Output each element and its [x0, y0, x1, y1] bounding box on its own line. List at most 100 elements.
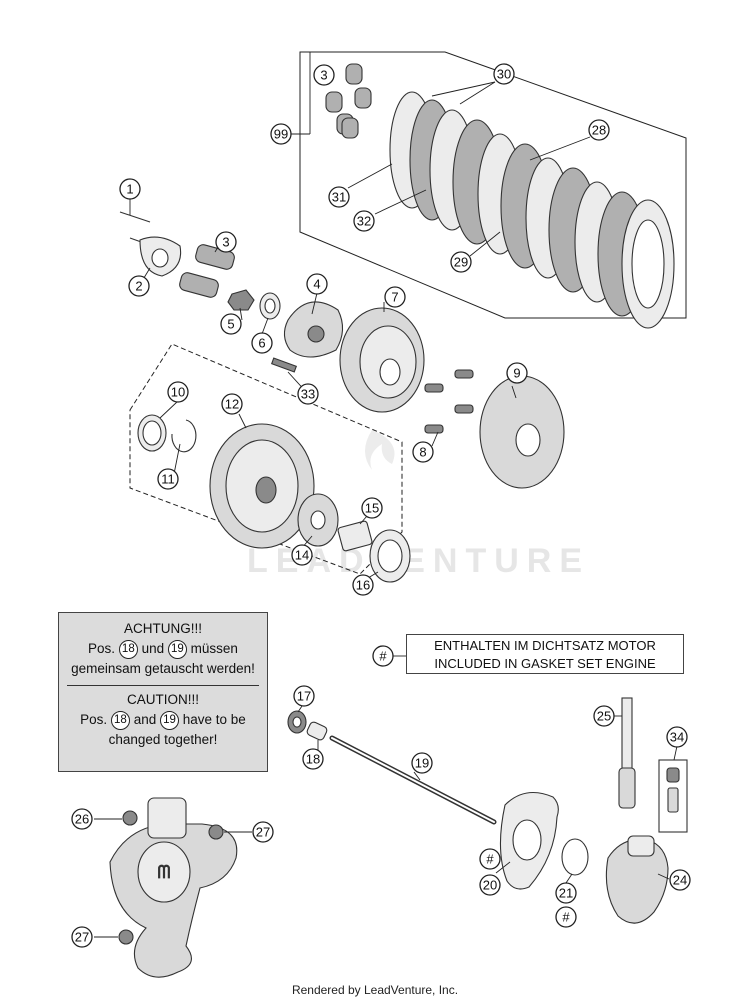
- caution-note: ACHTUNG!!! Pos. 18 und 19 müssen gemeins…: [58, 612, 268, 772]
- svg-text:24: 24: [673, 873, 687, 888]
- footer-credit: Rendered by LeadVenture, Inc.: [291, 983, 459, 997]
- pressure-plate-parts: [119, 211, 565, 489]
- callout-8: 8: [412, 441, 434, 463]
- svg-text:8: 8: [419, 445, 426, 460]
- svg-text:14: 14: [295, 548, 309, 563]
- callout-16: 16: [352, 574, 374, 596]
- svg-text:27: 27: [75, 930, 89, 945]
- svg-text:3: 3: [320, 68, 327, 83]
- svg-text:#: #: [379, 649, 387, 664]
- callout-9: 9: [506, 362, 528, 384]
- callout-27-bottom: 27: [71, 926, 93, 948]
- callouts: 1 2 3 3 4 5 6 7 8 9 10 11 12 14 15 16 17…: [71, 63, 691, 948]
- callout-29: 29: [450, 251, 472, 273]
- callout-3-top: 3: [313, 64, 335, 86]
- svg-text:7: 7: [391, 290, 398, 305]
- callout-28: 28: [588, 119, 610, 141]
- callout-4: 4: [306, 273, 328, 295]
- svg-text:26: 26: [75, 812, 89, 827]
- legend-line-en: INCLUDED IN GASKET SET ENGINE: [434, 656, 656, 671]
- callout-27-right: 27: [252, 821, 274, 843]
- svg-text:99: 99: [274, 127, 288, 142]
- svg-text:16: 16: [356, 578, 370, 593]
- callout-5: 5: [220, 313, 242, 335]
- svg-text:21: 21: [559, 886, 573, 901]
- gasket-set-legend: ENTHALTEN IM DICHTSATZ MOTOR INCLUDED IN…: [406, 634, 684, 674]
- callout-20: 20: [479, 874, 501, 896]
- legend-line-de: ENTHALTEN IM DICHTSATZ MOTOR: [434, 638, 656, 653]
- callout-21-hash: #: [555, 906, 577, 928]
- callout-19: 19: [411, 752, 433, 774]
- caution-title-en: CAUTION!!!: [126, 692, 199, 707]
- callout-legend-hash: #: [372, 645, 394, 667]
- svg-text:18: 18: [306, 752, 320, 767]
- svg-text:2: 2: [135, 279, 142, 294]
- callout-6: 6: [251, 332, 273, 354]
- clutch-release-parts: ᗰ: [109, 697, 688, 978]
- caution-divider: [67, 685, 259, 686]
- svg-text:15: 15: [365, 501, 379, 516]
- callout-12: 12: [221, 393, 243, 415]
- callout-24: 24: [669, 869, 691, 891]
- svg-text:31: 31: [332, 190, 346, 205]
- callout-31: 31: [328, 186, 350, 208]
- svg-text:ᗰ: ᗰ: [158, 862, 171, 882]
- svg-text:1: 1: [126, 182, 133, 197]
- svg-text:12: 12: [225, 397, 239, 412]
- callout-10: 10: [167, 381, 189, 403]
- outer-basket-group: [129, 343, 411, 583]
- callout-11: 11: [157, 468, 179, 490]
- caution-line2-de: gemeinsam getauscht werden!: [71, 661, 255, 676]
- svg-text:#: #: [486, 852, 494, 867]
- callout-14: 14: [291, 544, 313, 566]
- callout-33: 33: [297, 383, 319, 405]
- svg-text:3: 3: [222, 235, 229, 250]
- caution-title-de: ACHTUNG!!!: [123, 621, 202, 636]
- svg-text:#: #: [562, 910, 570, 925]
- svg-text:4: 4: [313, 277, 320, 292]
- svg-text:27: 27: [256, 825, 270, 840]
- ref-circle-19: 19: [167, 639, 187, 659]
- callout-20-hash: #: [479, 848, 501, 870]
- caution-line2-en: changed together!: [108, 732, 218, 747]
- callout-25: 25: [593, 705, 615, 727]
- caution-line-de: Pos. 18 und 19 müssen: [59, 639, 267, 659]
- svg-text:32: 32: [357, 214, 371, 229]
- svg-text:28: 28: [592, 123, 606, 138]
- callout-21: 21: [555, 882, 577, 904]
- svg-text:6: 6: [258, 336, 265, 351]
- svg-text:9: 9: [513, 366, 520, 381]
- svg-text:34: 34: [670, 730, 684, 745]
- svg-text:30: 30: [497, 67, 511, 82]
- svg-text:11: 11: [161, 472, 175, 487]
- svg-text:29: 29: [454, 255, 468, 270]
- callout-26: 26: [71, 808, 93, 830]
- ref-circle-18: 18: [118, 639, 138, 659]
- svg-text:20: 20: [483, 878, 497, 893]
- callout-34: 34: [666, 726, 688, 748]
- clutch-springs-set: [325, 63, 372, 139]
- svg-text:33: 33: [301, 387, 315, 402]
- callout-2: 2: [128, 275, 150, 297]
- svg-text:10: 10: [171, 385, 185, 400]
- callout-99: 99: [270, 123, 292, 145]
- callout-7: 7: [384, 286, 406, 308]
- callout-3: 3: [215, 231, 237, 253]
- clutch-plates: [389, 91, 675, 329]
- callout-18: 18: [302, 748, 324, 770]
- caution-line-en: Pos. 18 and 19 have to be: [59, 710, 267, 730]
- callout-1: 1: [119, 178, 141, 200]
- svg-text:19: 19: [415, 756, 429, 771]
- ref-circle-19: 19: [160, 710, 179, 730]
- callout-32: 32: [353, 210, 375, 232]
- svg-text:25: 25: [597, 709, 611, 724]
- svg-text:5: 5: [227, 317, 234, 332]
- clutch-pack-group: [299, 51, 687, 329]
- callout-17: 17: [293, 685, 315, 707]
- callout-30: 30: [493, 63, 515, 85]
- svg-text:17: 17: [297, 689, 311, 704]
- ref-circle-18: 18: [110, 710, 130, 730]
- callout-15: 15: [361, 497, 383, 519]
